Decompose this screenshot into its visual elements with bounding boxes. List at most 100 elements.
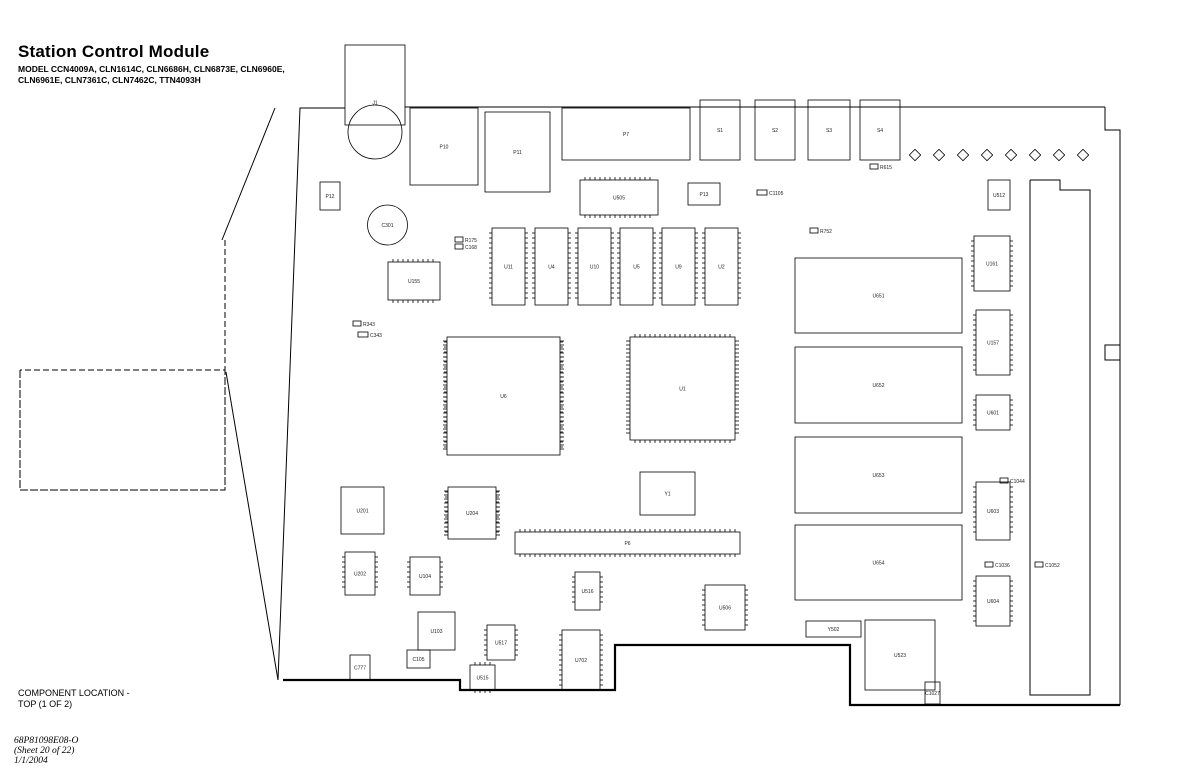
component-c1036: C1036 (984, 561, 1010, 569)
component-r615: R615 (869, 163, 892, 171)
component-label: U155 (408, 279, 420, 285)
component-outline (579, 179, 659, 216)
component-c1044: C1044 (999, 477, 1025, 485)
component-outline (619, 227, 654, 306)
component-u6: U6 (443, 336, 564, 456)
component-outline (367, 204, 408, 246)
component-u204: U204 (444, 486, 500, 540)
component-label: S2 (772, 128, 778, 134)
component-label: U103 (431, 629, 443, 635)
component-u161: U161 (971, 235, 1013, 292)
component-u157: U157 (973, 309, 1013, 376)
component-u653: U653 (794, 436, 963, 514)
component-label: C343 (370, 333, 382, 339)
component-outline (534, 227, 569, 306)
component-label: P6 (624, 541, 630, 547)
component-label: U601 (987, 411, 999, 417)
component-outline (514, 531, 741, 555)
component-u654: U654 (794, 524, 963, 601)
component-label: U653 (873, 473, 885, 479)
component-label: U604 (987, 599, 999, 605)
component-outline (975, 481, 1011, 541)
component-label: U523 (894, 653, 906, 659)
component-u651: U651 (794, 257, 963, 334)
model-line-1: MODEL CCN4009A, CLN1614C, CLN6686H, CLN6… (18, 64, 285, 74)
component-j1: J1 (344, 44, 406, 160)
component-outline (446, 336, 561, 456)
component-outline (687, 182, 721, 206)
component-u155: U155 (387, 259, 441, 303)
component-y1: Y1 (639, 471, 696, 516)
component-label: U5 (633, 265, 640, 271)
component-c777: C777 (349, 654, 371, 681)
component-label: U204 (466, 511, 478, 517)
component-label: C301 (382, 223, 394, 229)
component-outline (486, 624, 516, 661)
component-outline (999, 477, 1009, 484)
component-u104: U104 (407, 556, 443, 596)
component-label: Y1 (664, 492, 670, 498)
component-outline (661, 227, 696, 306)
component-outline (574, 571, 601, 611)
component-outline (975, 394, 1011, 431)
component-label: C1105 (769, 191, 784, 197)
diagram-caption: COMPONENT LOCATION - TOP (1 OF 2) (18, 688, 130, 710)
component-label: U201 (357, 509, 369, 515)
component-outline (864, 619, 936, 691)
component-label: U651 (873, 294, 885, 300)
component-label: P10 (440, 145, 449, 151)
component-outline (344, 551, 376, 596)
component-label: C777 (354, 666, 366, 672)
page-title: Station Control Module (18, 42, 210, 61)
component-label: R615 (880, 165, 892, 171)
component-r343: R343 (352, 320, 375, 328)
led-marker (908, 148, 922, 162)
component-outline (340, 486, 385, 535)
component-outline (639, 471, 696, 516)
component-label: S1 (717, 128, 723, 134)
component-u9: U9 (659, 227, 698, 306)
component-label: U702 (575, 658, 587, 664)
component-label: S4 (877, 128, 883, 134)
component-u505: U505 (579, 177, 659, 218)
component-outline (805, 620, 862, 638)
component-outline (417, 611, 456, 651)
component-p7: P7 (561, 107, 691, 161)
component-u5: U5 (617, 227, 656, 306)
component-u515: U515 (469, 662, 496, 693)
component-outline (484, 111, 551, 193)
component-label: Y502 (828, 627, 840, 633)
component-label: U4 (548, 265, 555, 271)
board-outline (19, 106, 1121, 707)
component-outline (454, 243, 464, 250)
component-c168: C168 (454, 243, 477, 251)
component-label: S3 (826, 128, 832, 134)
component-label: R752 (820, 229, 832, 235)
component-u4: U4 (532, 227, 571, 306)
led-marker (1052, 148, 1066, 162)
led-marker (1076, 148, 1090, 162)
component-label: C1027 (925, 691, 940, 697)
caption-line-2: TOP (1 OF 2) (18, 699, 73, 709)
component-p12: P12 (319, 181, 341, 211)
component-outline (809, 227, 819, 234)
component-c105: C105 (406, 649, 431, 669)
component-label: U157 (987, 341, 999, 347)
component-label: C105 (413, 657, 425, 663)
component-outline (577, 227, 612, 306)
component-r752: R752 (809, 227, 832, 235)
component-outline (794, 346, 963, 424)
component-u512: U512 (987, 179, 1011, 211)
component-p13: P13 (687, 182, 721, 206)
component-outline (447, 486, 497, 540)
component-label: U161 (986, 262, 998, 268)
component-s2: S2 (754, 99, 796, 161)
component-c1052: C1052 (1034, 561, 1060, 569)
component-label: U505 (613, 196, 625, 202)
led-marker (932, 148, 946, 162)
component-u517: U517 (484, 624, 518, 661)
component-label: C1044 (1010, 479, 1025, 485)
component-label: U104 (419, 574, 431, 580)
component-p10: P10 (409, 107, 479, 186)
model-line-2: CLN6961E, CLN7361C, CLN7462C, TTN4093H (18, 75, 201, 85)
